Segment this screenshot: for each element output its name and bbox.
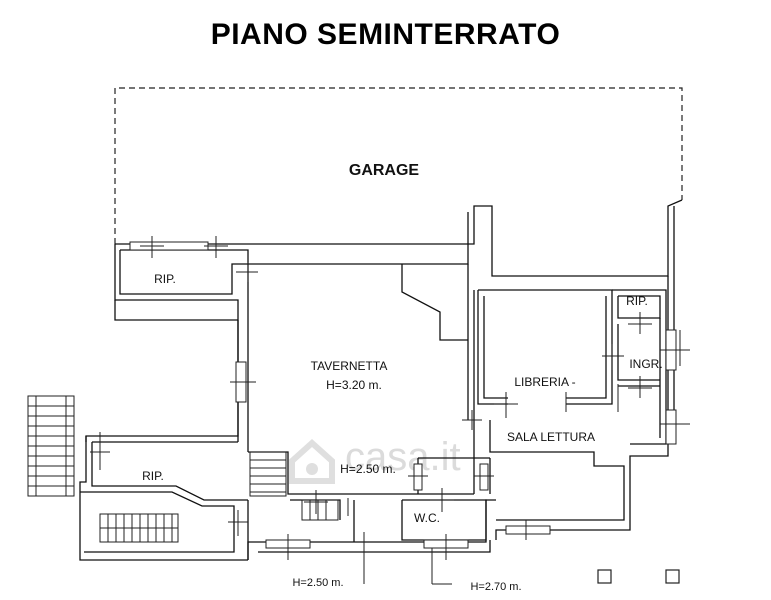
room-label-rip-left: RIP. bbox=[154, 272, 176, 286]
room-label-wc: W.C. bbox=[414, 511, 440, 525]
room-label-sala-lettura: SALA LETTURA bbox=[507, 430, 595, 444]
height-label-left: H=2.50 m. bbox=[292, 577, 343, 589]
plan-title: PIANO SEMINTERRATO bbox=[210, 18, 561, 51]
window-markers bbox=[90, 236, 690, 560]
square-marker-1 bbox=[597, 569, 612, 584]
room-label-rip-right: RIP. bbox=[626, 294, 648, 308]
room-label-rip-lower: RIP. bbox=[142, 469, 164, 483]
inner-stair-lower bbox=[99, 513, 179, 543]
left-stair bbox=[27, 395, 75, 497]
legend-squares bbox=[597, 569, 680, 584]
room-height-tavernetta: H=3.20 m. bbox=[326, 378, 382, 392]
inner-stair-tavernetta bbox=[249, 451, 339, 521]
square-marker-2 bbox=[665, 569, 680, 584]
room-label-ingr: INGR. bbox=[629, 357, 662, 371]
room-height-lower-tavernetta: H=2.50 m. bbox=[340, 462, 396, 476]
room-label-garage: GARAGE bbox=[349, 162, 420, 179]
dimension-leaders bbox=[363, 532, 452, 585]
room-label-libreria: LIBRERIA - bbox=[514, 375, 575, 389]
watermark: casa.it bbox=[289, 435, 461, 484]
height-label-right: H=2.70 m. bbox=[470, 581, 521, 593]
watermark-text: casa.it bbox=[345, 435, 461, 479]
room-label-tavernetta: TAVERNETTA bbox=[311, 359, 388, 373]
watermark-logo-icon bbox=[289, 438, 335, 484]
